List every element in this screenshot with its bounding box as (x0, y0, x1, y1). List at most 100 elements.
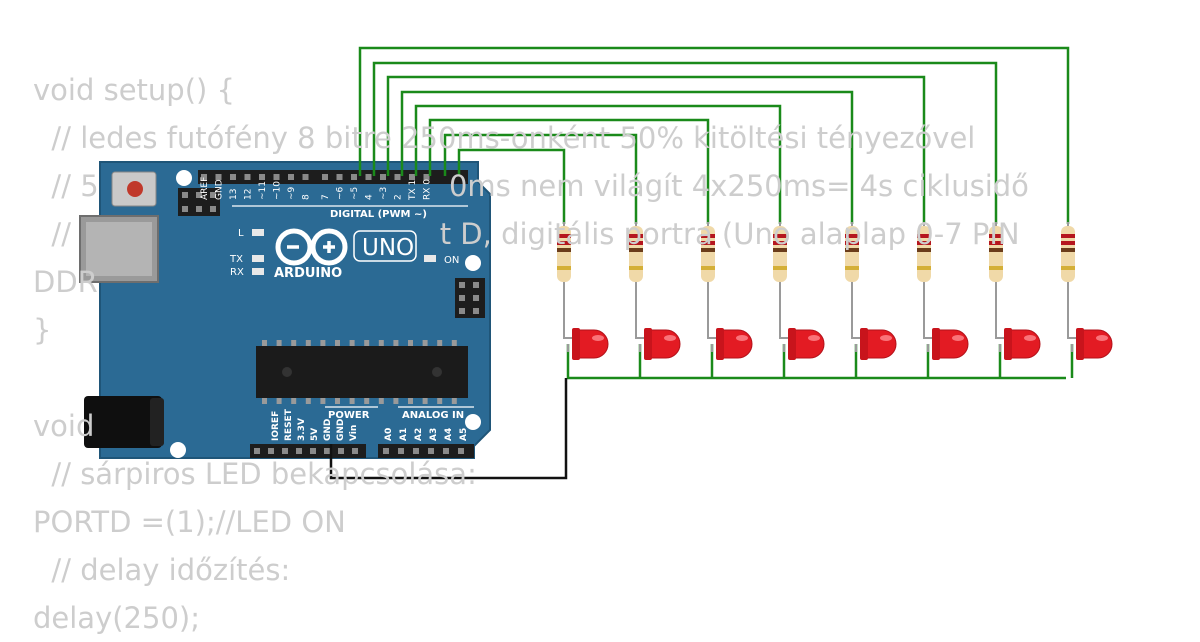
power-pin-hole[interactable] (254, 448, 260, 454)
red-led[interactable] (923, 300, 969, 360)
led-channel-pin1[interactable] (629, 222, 681, 360)
digital-pin-holes (201, 174, 430, 180)
resistor[interactable] (845, 222, 859, 300)
red-led[interactable] (635, 300, 681, 360)
red-led[interactable] (995, 300, 1041, 360)
digital-pin-hole[interactable] (201, 174, 207, 180)
digital-pin-label: ~10 (273, 181, 283, 200)
analog-pin-label: A0 (384, 428, 394, 441)
resistor[interactable] (1061, 222, 1075, 300)
digital-pin-label: AREF (200, 177, 210, 200)
red-led[interactable] (1067, 300, 1113, 360)
digital-pin-hole[interactable] (215, 174, 222, 180)
led-channel-pin5[interactable] (917, 222, 969, 360)
wire-pin4[interactable] (400, 90, 854, 224)
analog-pin-label: A3 (429, 428, 439, 441)
onboard-led-l: L (238, 228, 264, 239)
wire-pin5[interactable] (386, 75, 926, 224)
led-channel-pin3[interactable] (773, 222, 825, 360)
power-pin-hole[interactable] (282, 448, 288, 454)
digital-pin-label: ~11 (258, 181, 268, 200)
analog-pin-hole[interactable] (458, 448, 464, 454)
digital-pin-label: 13 (229, 189, 239, 200)
led-channel-pin2[interactable] (701, 222, 753, 360)
digital-pin-hole[interactable] (230, 174, 236, 180)
digital-pin-label: 4 (365, 194, 375, 200)
led-channel-pin0[interactable] (557, 222, 609, 360)
digital-pin-hole[interactable] (423, 174, 430, 180)
digital-pin-label: TX 1 (408, 180, 418, 201)
wire-pin2[interactable] (428, 118, 710, 224)
svg-text:ON: ON (444, 255, 459, 266)
atmega-chip (256, 340, 468, 404)
resistor[interactable] (989, 222, 1003, 300)
onboard-led-rx: RX (230, 267, 264, 278)
svg-text:RX: RX (230, 267, 244, 278)
resistor[interactable] (701, 222, 715, 300)
digital-pin-label: RX 0 (423, 179, 433, 200)
power-pin-hole[interactable] (324, 448, 330, 454)
digital-pin-label: GND (215, 179, 225, 200)
power-pin-label: Vin (349, 425, 359, 441)
wire-pin6[interactable] (372, 61, 998, 224)
red-led[interactable] (851, 300, 897, 360)
resistor[interactable] (917, 222, 931, 300)
power-pin-hole[interactable] (352, 448, 358, 454)
digital-pin-hole[interactable] (244, 174, 251, 180)
icsp-header-top (178, 188, 220, 216)
reset-button[interactable] (111, 171, 157, 207)
wire-pin7[interactable] (358, 46, 1070, 224)
mounting-hole (465, 255, 481, 271)
resistor[interactable] (629, 222, 643, 300)
power-pin-hole[interactable] (310, 448, 316, 454)
power-pin-hole[interactable] (338, 448, 344, 454)
digital-pin-label: 2 (394, 194, 404, 200)
uno-logo-text: UNO (362, 235, 414, 261)
analog-pin-label: A4 (444, 428, 454, 441)
wire-pin0[interactable] (457, 148, 566, 224)
mounting-hole (465, 414, 481, 430)
power-pin-hole[interactable] (268, 448, 274, 454)
red-led[interactable] (707, 300, 753, 360)
arduino-brand-text: ARDUINO (274, 266, 342, 281)
power-label: POWER (328, 410, 370, 421)
signal-wires[interactable] (358, 46, 1074, 380)
svg-text:L: L (238, 228, 244, 239)
wire-pin3[interactable] (414, 104, 782, 224)
digital-pin-hole[interactable] (322, 174, 328, 180)
led-channels (557, 222, 1113, 360)
digital-pin-hole[interactable] (288, 174, 294, 180)
onboard-led-tx: TX (229, 254, 264, 265)
digital-pin-hole[interactable] (409, 174, 415, 180)
resistor[interactable] (773, 222, 787, 300)
digital-pin-hole[interactable] (302, 174, 309, 180)
led-channel-pin4[interactable] (845, 222, 897, 360)
power-pin-hole[interactable] (296, 448, 302, 454)
led-channel-pin6[interactable] (989, 222, 1041, 360)
resistor[interactable] (557, 222, 571, 300)
analog-pin-hole[interactable] (413, 448, 419, 454)
digital-pin-hole[interactable] (259, 174, 265, 180)
digital-pin-hole[interactable] (365, 174, 372, 180)
digital-pin-hole[interactable] (273, 174, 280, 180)
analog-pin-hole[interactable] (443, 448, 449, 454)
analog-pin-hole[interactable] (428, 448, 434, 454)
digital-pin-hole[interactable] (336, 174, 343, 180)
digital-pin-hole[interactable] (380, 174, 386, 180)
red-led[interactable] (779, 300, 825, 360)
digital-pin-hole[interactable] (351, 174, 357, 180)
analog-pin-hole[interactable] (383, 448, 389, 454)
uno-badge (353, 230, 417, 262)
analog-pin-hole[interactable] (398, 448, 404, 454)
digital-pin-label: ~5 (350, 187, 360, 200)
power-header (250, 444, 366, 458)
ground-wire[interactable] (329, 378, 568, 480)
wire-pin1[interactable] (443, 133, 638, 224)
analog-pin-label: A2 (414, 428, 424, 441)
led-channel-pin7[interactable] (1061, 222, 1113, 360)
digital-pin-hole[interactable] (394, 174, 401, 180)
red-led[interactable] (563, 300, 609, 360)
ground-rail[interactable] (566, 344, 1074, 380)
